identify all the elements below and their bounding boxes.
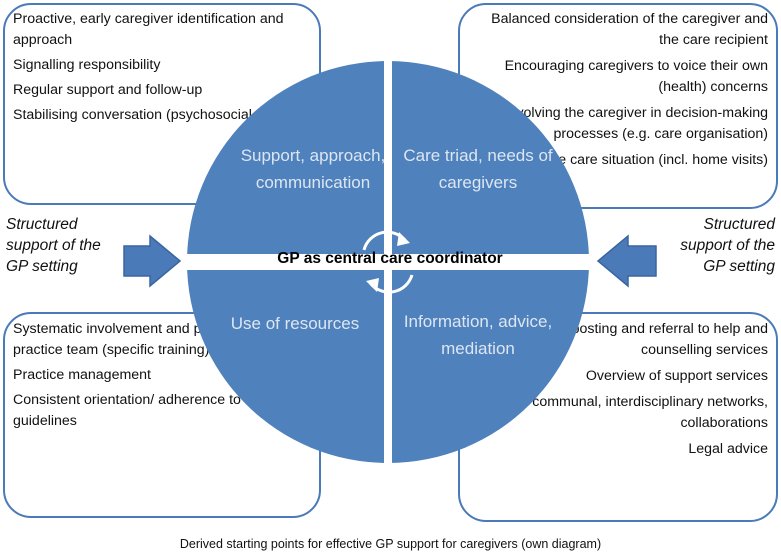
quadrant-label-resources: Use of resources xyxy=(230,314,360,333)
central-circle xyxy=(187,61,589,463)
list-item: Legal advice xyxy=(688,441,768,457)
side-label-right: Structured support of the GP setting xyxy=(680,216,775,275)
quadrant-bottom-left xyxy=(187,270,384,463)
list-item: Regular support and follow-up xyxy=(13,82,203,98)
quadrant-bottom-right xyxy=(392,270,589,463)
list-item: Practice management xyxy=(13,367,152,383)
caption: Derived starting points for effective GP… xyxy=(179,537,602,551)
list-item: Overview of support services xyxy=(585,368,768,384)
list-item: Involving the caregiver in decision-maki… xyxy=(504,105,768,142)
list-item: Signalling responsibility xyxy=(13,57,161,73)
list-item: Encouraging caregivers to voice their ow… xyxy=(504,58,768,95)
quadrant-label-information: Information, advice, mediation xyxy=(403,312,553,358)
quadrant-label-care-triad: Care triad, needs of caregivers xyxy=(403,146,553,192)
list-item: Proactive, early caregiver identificatio… xyxy=(13,11,284,48)
list-item: Balanced consideration of the caregiver … xyxy=(491,11,768,48)
side-label-left: Structured support of the GP setting xyxy=(6,216,101,275)
list-item: Stabilising conversation (psychosocial s… xyxy=(13,107,308,123)
cycle-arrowhead-icon xyxy=(397,232,410,246)
right-arrow-icon xyxy=(596,234,657,288)
list-item: Acting in communal, interdisciplinary ne… xyxy=(473,394,768,431)
top-right-list: Balanced consideration of the caregiver … xyxy=(470,9,768,176)
top-left-list: Proactive, early caregiver identificatio… xyxy=(13,9,313,130)
list-item: Consistent orientation/ adherence to the… xyxy=(13,392,265,429)
cycle-arrowhead-icon xyxy=(366,278,379,292)
quadrant-label-support: Support, approach, communication xyxy=(240,146,386,192)
left-arrow-icon xyxy=(123,234,182,288)
center-title: GP as central care coordinator xyxy=(277,250,503,267)
